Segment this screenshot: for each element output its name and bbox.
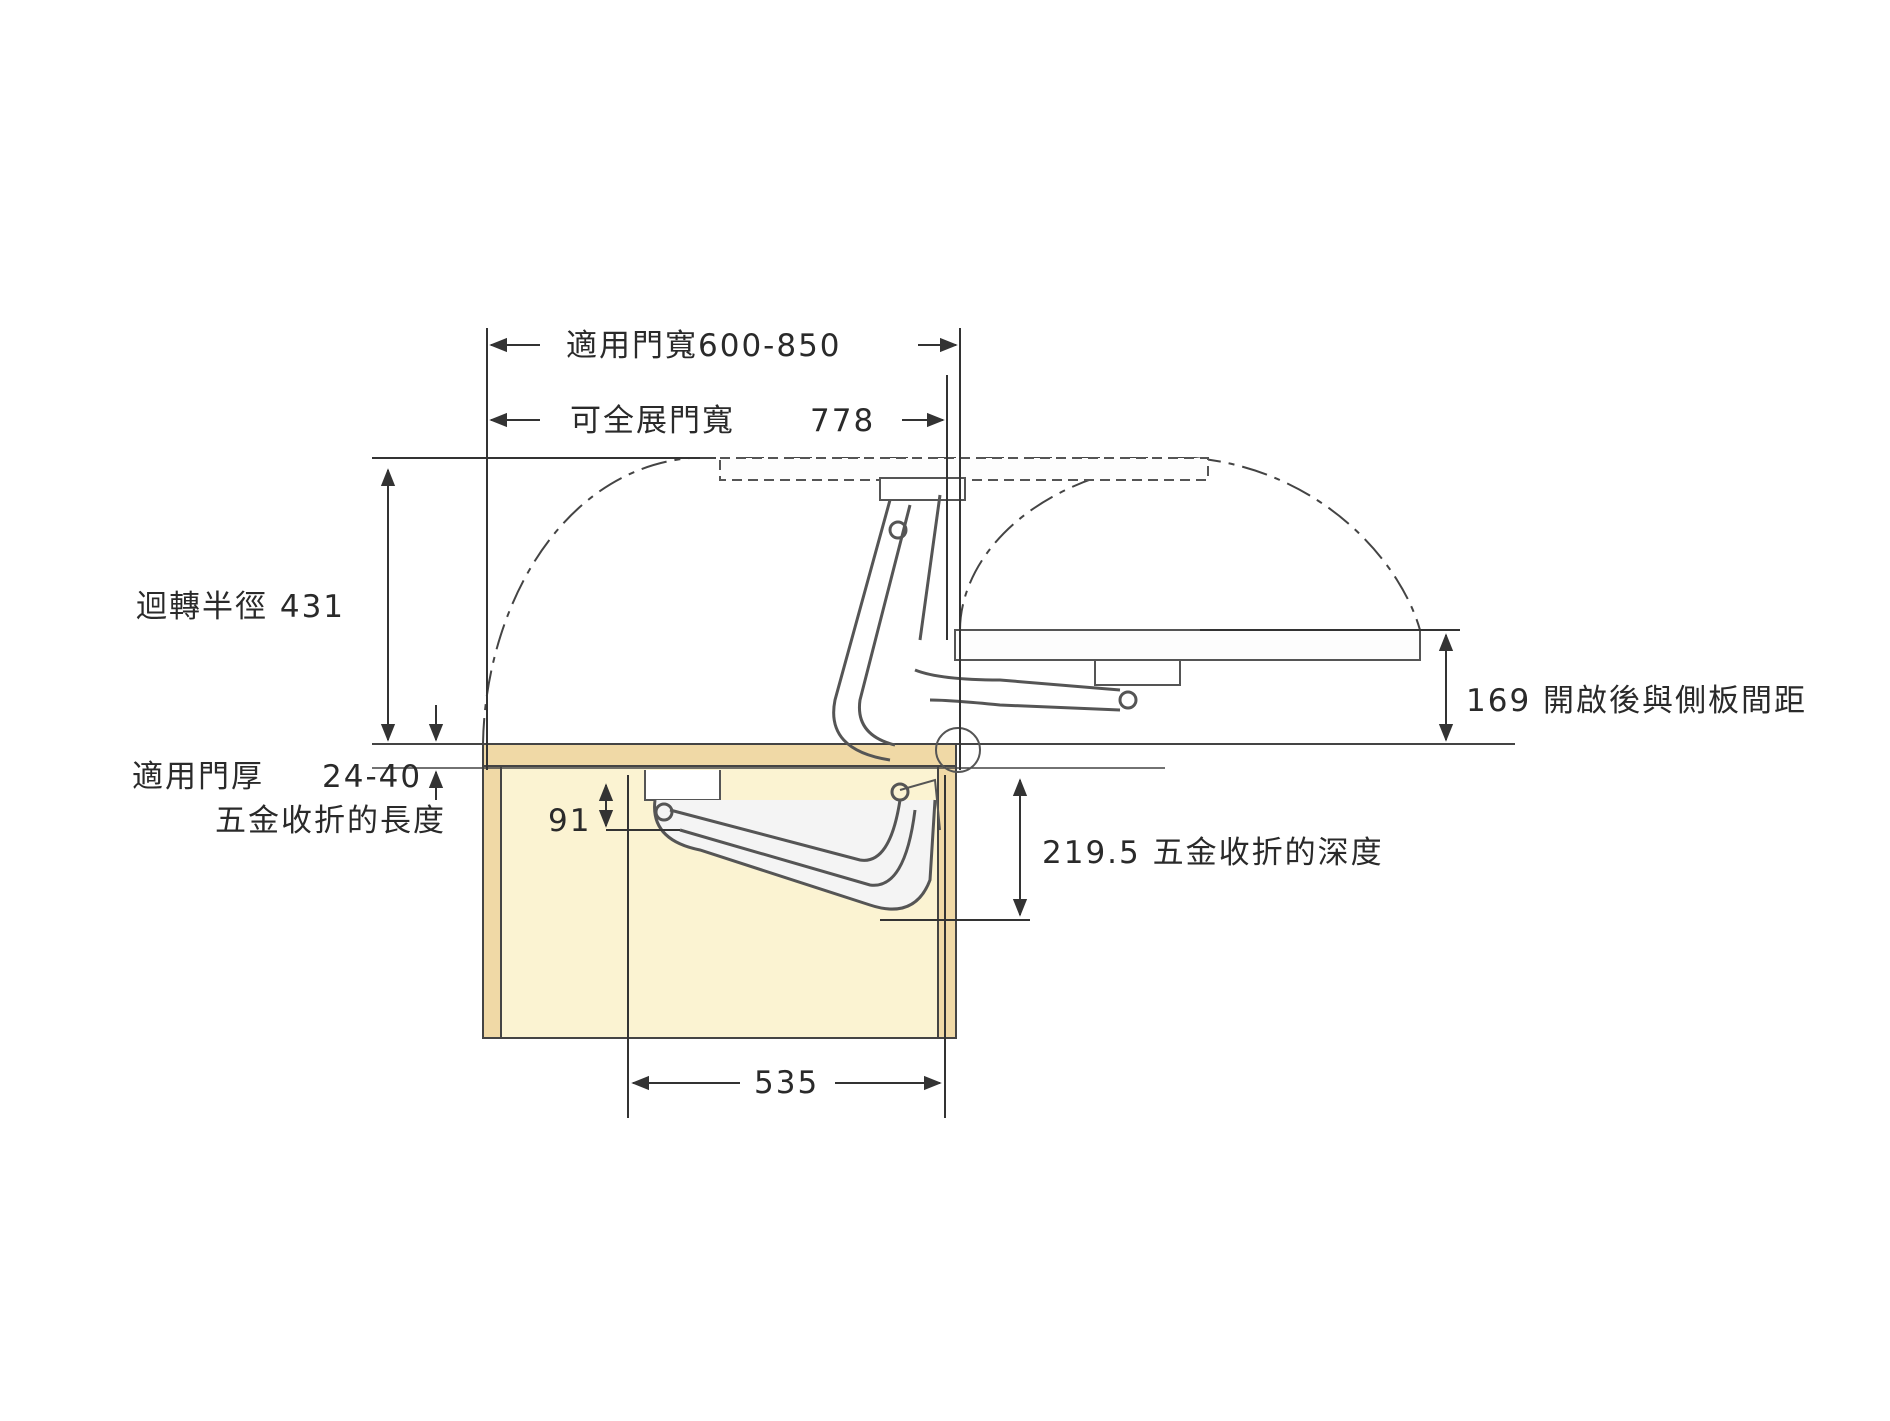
fold-length-label: 五金收折的長度: [215, 803, 446, 839]
fold-length-value: 91: [548, 803, 592, 839]
side-gap-label: 169 開啟後與側板間距: [1466, 683, 1808, 719]
cabinet-body: [372, 743, 1515, 1039]
cabinet-right-wall: [937, 749, 957, 1039]
cabinet-top-panel: [482, 743, 957, 767]
hinge-mechanism: [644, 494, 1138, 911]
base-width-label: 535: [754, 1065, 820, 1101]
door-thickness-value: 24-40: [322, 759, 423, 795]
dimension-lines: [372, 328, 1460, 1118]
door-width-label: 適用門寬600-850: [566, 328, 842, 364]
full-open-label: 可全展門寬: [570, 403, 735, 439]
fold-depth-label: 219.5 五金收折的深度: [1042, 835, 1384, 871]
swing-radius-label: 迴轉半徑 431: [136, 589, 346, 625]
door-thickness-label: 適用門厚: [132, 759, 264, 795]
swing-arc-inner: [959, 457, 1196, 631]
full-open-value: 778: [810, 403, 876, 439]
swing-arc-left: [482, 457, 691, 745]
open-door-panel: [719, 457, 1421, 686]
cabinet-left-wall: [482, 749, 502, 1039]
swing-arc-right: [1194, 457, 1421, 631]
